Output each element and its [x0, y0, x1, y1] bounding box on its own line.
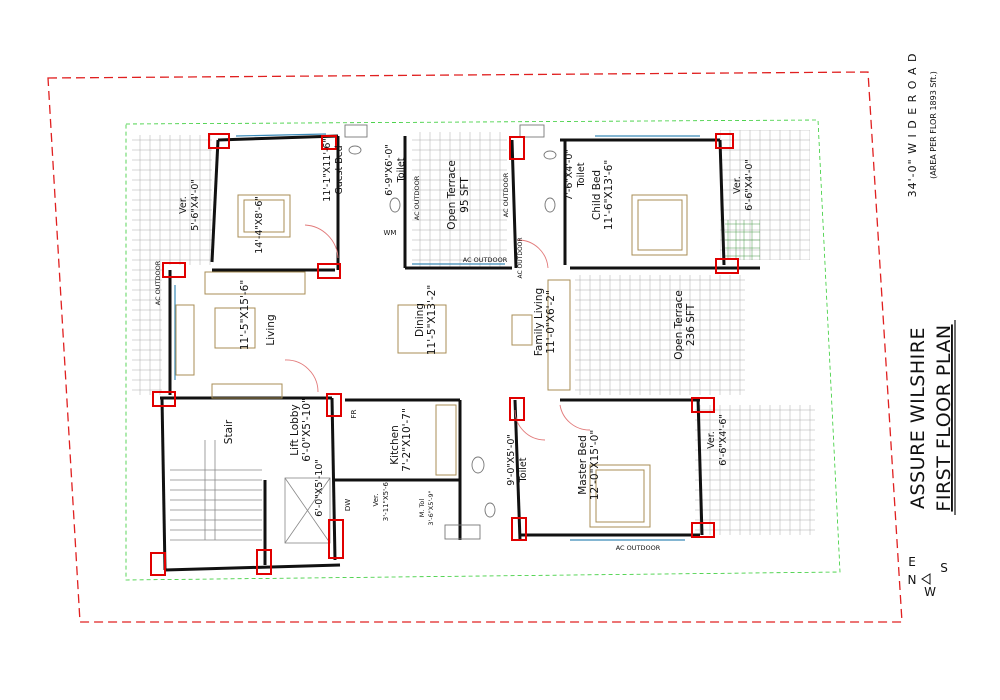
open-terrace-2-area: 236 SFT	[685, 303, 697, 346]
compass-s: S	[940, 561, 948, 575]
room-guest-bed: 11'-1"X11'-6" Guest Bed	[322, 138, 345, 202]
guest-bed-name: Guest Bed	[334, 145, 345, 194]
setback-line	[125, 119, 841, 581]
sanitary-fixtures	[344, 124, 557, 540]
room-family-living: Family Living 11'-0"X6'-2"	[533, 288, 557, 356]
room-dining: Dining 11'-5"X13'-2"	[414, 285, 438, 355]
ac-outdoor-tag-master: AC OUTDOOR	[616, 544, 661, 552]
ver-ne-dims: 6'-6"X4'-0"	[744, 159, 755, 211]
child-bed-dims: 11'-6"X13'-6"	[603, 160, 615, 230]
plan-title: FIRST FLOOR PLAN	[933, 324, 955, 511]
ver-nw-dims: 5'-6"X4'-0"	[190, 179, 201, 231]
windows	[174, 133, 700, 541]
master-toilet-name: Toilet	[518, 457, 529, 483]
compass-arrow-icon	[921, 573, 931, 585]
lift-lobby-name: Lift Lobby	[289, 404, 301, 455]
open-terrace-2-name: Open Terrace	[673, 290, 685, 360]
small-toilet-dims: 3'-6"X5'-9"	[427, 490, 435, 525]
ver-kitchen-dims: 3'-11"X5'-6"	[382, 479, 390, 521]
project-name: ASSURE WILSHIRE	[907, 327, 929, 509]
ac-outdoor-tag-bottom: AC OUTDOOR	[463, 256, 508, 264]
guest-toilet-dims: 6'-9"X6'-0"	[384, 144, 395, 196]
wm-tag: WM	[384, 229, 397, 237]
room-ver-se: Ver. 6'-6"X4'-6"	[706, 414, 729, 466]
child-bed-name: Child Bed	[591, 170, 603, 220]
room-ver-ne: Ver. 6'-6"X4'-0"	[732, 159, 755, 211]
fr-tag: FR	[350, 409, 358, 418]
room-ver-nw: Ver. 5'-6"X4'-0"	[178, 179, 201, 231]
compass-w: W	[924, 585, 936, 599]
ac-outdoor-tag-living: AC OUTDOOR	[154, 260, 162, 305]
plot-boundary	[47, 71, 903, 623]
compass-e: E	[908, 555, 916, 569]
door-swings	[284, 224, 591, 441]
room-open-terrace-2: Open Terrace 236 SFT	[673, 290, 697, 360]
title-block: ASSURE WILSHIRE FIRST FLOOR PLAN 34'-0" …	[906, 53, 956, 515]
room-open-terrace-1: Open Terrace 95 SFT	[446, 160, 471, 230]
room-master-bed: Master Bed 12'-0"X15'-0"	[577, 430, 601, 500]
lift-lobby-dims: 6'-0"X5'-10"	[301, 398, 313, 462]
family-living-dims: 11'-0"X6'-2"	[545, 290, 557, 354]
ver-ne-name: Ver.	[732, 176, 743, 194]
bed1-dims: 14'-4"X8'-6"	[254, 196, 265, 254]
dining-dims: 11'-5"X13'-2"	[426, 285, 438, 355]
room-ver-kitchen: Ver. 3'-11"X5'-6"	[372, 479, 390, 521]
living-name: Living	[265, 314, 277, 345]
family-living-name: Family Living	[533, 288, 545, 356]
master-bed-name: Master Bed	[577, 435, 589, 495]
room-child-bed: Child Bed 11'-6"X13'-6"	[591, 160, 615, 230]
compass: E N S W	[908, 555, 948, 599]
open-terrace-1-area: 95 SFT	[459, 177, 471, 213]
child-toilet-dims: 7'-6"X4'-0"	[564, 149, 575, 201]
dw-tag: DW	[344, 499, 352, 511]
kitchen-name: Kitchen	[389, 425, 401, 464]
kitchen-dims: 7'-2"X10'-7"	[401, 408, 413, 472]
living-dims: 11'-5"X15'-6"	[239, 280, 251, 350]
ver-se-name: Ver.	[706, 431, 717, 449]
room-living: 11'-5"X15'-6" Living	[239, 280, 277, 350]
tiled-areas	[132, 130, 815, 544]
room-guest-toilet: 6'-9"X6'-0" Toilet	[384, 144, 407, 196]
room-small-toilet: M. Tol 3'-6"X5'-9"	[418, 490, 435, 525]
ver-se-dims: 6'-6"X4'-6"	[718, 414, 729, 466]
lift-dims: 6'-0"X5'-10"	[314, 459, 325, 517]
master-bed-dims: 12'-0"X15'-0"	[589, 430, 601, 500]
child-toilet-name: Toilet	[576, 162, 587, 188]
column-markers	[150, 133, 739, 576]
stair-treads	[170, 440, 262, 541]
room-kitchen: Kitchen 7'-2"X10'-7"	[389, 408, 413, 472]
ac-outdoor-tag-family: AC OUTDOOR	[517, 237, 524, 278]
ver-kitchen-name: Ver.	[372, 493, 380, 506]
guest-bed-dims: 11'-1"X11'-6"	[322, 138, 333, 202]
area-note: (AREA PER FLOR 1893 Sft.)	[929, 71, 938, 179]
furniture	[175, 194, 688, 528]
room-master-toilet: 9'-0"X5'-0" Toilet	[506, 434, 529, 486]
dining-name: Dining	[414, 303, 426, 337]
room-lift-lobby: Lift Lobby 6'-0"X5'-10"	[289, 398, 313, 462]
small-toilet-name: M. Tol	[418, 499, 426, 518]
ac-outdoor-tag-terrace: AC OUTDOOR	[413, 175, 421, 220]
open-terrace-1-name: Open Terrace	[446, 160, 458, 230]
guest-toilet-name: Toilet	[396, 157, 407, 183]
ver-nw-name: Ver.	[178, 196, 189, 214]
ac-outdoor-tag-terrace-2: AC OUTDOOR	[502, 172, 510, 217]
master-toilet-dims: 9'-0"X5'-0"	[506, 434, 517, 486]
road-label: 34'-0" W I D E R O A D	[906, 53, 919, 198]
stair-name: Stair	[223, 419, 235, 444]
compass-n: N	[908, 573, 917, 587]
room-child-toilet: 7'-6"X4'-0" Toilet	[564, 149, 587, 201]
